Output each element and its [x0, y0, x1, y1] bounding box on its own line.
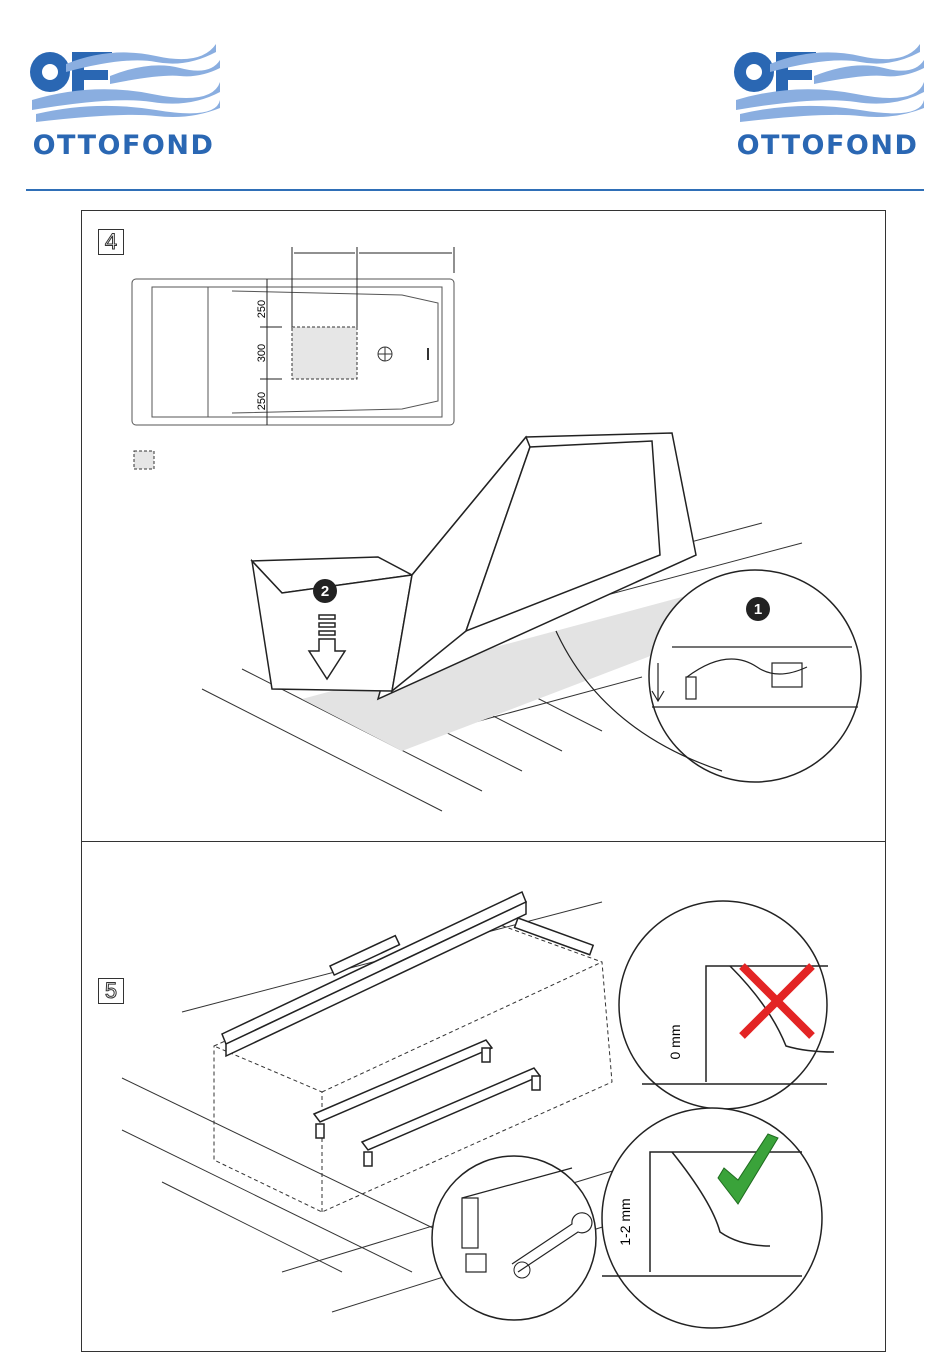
gap-label-wrong: 0 mm: [667, 1025, 683, 1060]
of-waves-logo-icon: [26, 38, 221, 128]
step-5-panel: 5: [81, 841, 886, 1352]
gap-label-correct: 1-2 mm: [617, 1198, 633, 1245]
dim-label: 250: [256, 392, 268, 410]
detail-circle-correct: [602, 1108, 822, 1328]
drain-icon: [378, 347, 392, 361]
legend-swatch: [134, 451, 154, 469]
header-divider: [26, 189, 924, 191]
dim-label: 300: [256, 344, 268, 362]
step-marker-label: 1: [754, 601, 762, 618]
brand-name: OTTOFOND: [26, 130, 221, 161]
step-4-panel: 4 250 300 250: [81, 210, 886, 843]
dim-label: 250: [256, 300, 268, 318]
spirit-level: [222, 892, 593, 1056]
ottofond-logo-right: OTTOFOND: [730, 38, 925, 166]
detail-circle-adjust: [432, 1156, 596, 1320]
step-marker-label: 2: [321, 583, 329, 600]
leg-frames: [314, 1040, 540, 1166]
detail-circle-wrong: [619, 901, 827, 1109]
step-4-illustration: 250 300 250 2: [82, 211, 885, 842]
brand-name: OTTOFOND: [730, 130, 925, 161]
ottofond-logo-left: OTTOFOND: [26, 38, 221, 166]
step-5-illustration: 0 mm 1-2 mm: [82, 842, 885, 1351]
of-waves-logo-icon: [730, 38, 925, 128]
support-area: [292, 327, 357, 379]
